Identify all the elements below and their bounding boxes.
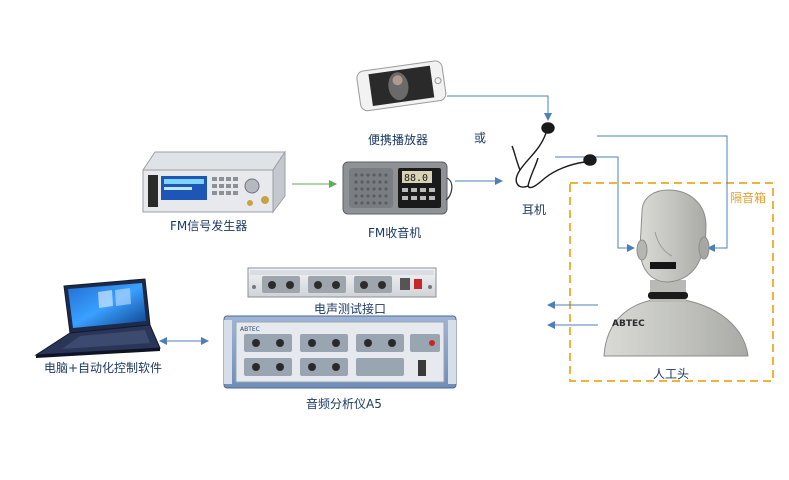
label-soundproof-enclosure: 隔音箱 [730,191,767,205]
artificial-head-icon: ABTEC [603,189,749,357]
enclosure-box [569,182,774,382]
arrow-earphone-to-head-left [555,156,635,252]
smartphone-icon [356,60,447,112]
label-artificial-head: 人工头 [653,367,690,381]
laptop-icon [34,278,161,358]
earphone-icon [511,122,597,189]
label-computer-software: 电脑+自动化控制软件 [44,361,163,375]
audio-analyzer-icon: ABTEC [223,315,457,389]
arrow-earphone-to-head-right [597,135,728,252]
test-interface-icon [247,267,437,298]
arrow-player-to-earphone [447,95,552,121]
label-or: 或 [474,131,487,145]
label-fm-signal-generator: FM信号发生器 [170,219,248,233]
fm-radio-icon: 88.0 [342,161,453,215]
label-electroacoustic-interface: 电声测试接口 [314,302,387,316]
head-brand-text: ABTEC [612,319,645,329]
label-audio-analyzer: 音频分析仪A5 [306,397,382,411]
analyzer-brand-text: ABTEC [240,326,260,333]
label-earphone: 耳机 [522,203,547,217]
fm-signal-generator-icon [142,150,286,214]
label-fm-radio: FM收音机 [368,226,422,240]
radio-display-text: 88.0 [404,173,428,184]
label-portable-player: 便携播放器 [368,133,429,147]
